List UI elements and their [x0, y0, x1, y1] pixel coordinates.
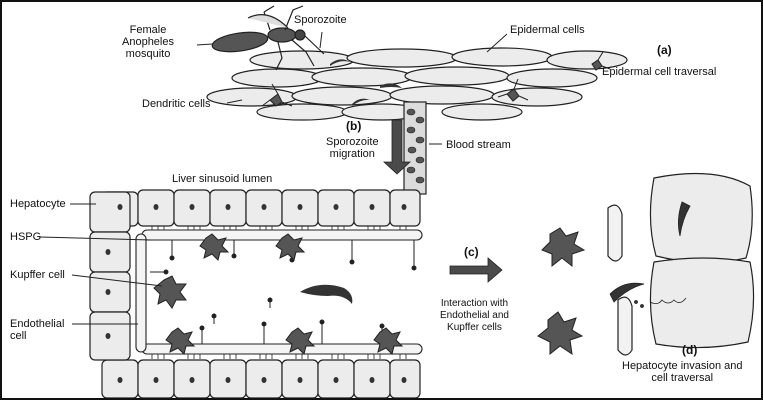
- kupffer-cell-label: Kupffer cell: [10, 269, 65, 281]
- endothelial-cell-label: Endothelial cell: [10, 318, 64, 342]
- panel-c-letter: (c): [464, 246, 479, 258]
- epidermal-cell: [232, 69, 322, 87]
- panel-a-letter: (a): [657, 44, 672, 56]
- panel-b-line2: migration: [326, 148, 379, 160]
- panel-c-line3: Kupffer cells: [440, 322, 509, 334]
- panel-a-title: Epidermal cell traversal: [602, 66, 716, 78]
- liver-sinusoid-lumen-label: Liver sinusoid lumen: [172, 173, 272, 185]
- kupffer-cells: [154, 234, 402, 354]
- epidermal-cell: [390, 86, 494, 104]
- right-endothelial-cells: [608, 205, 632, 355]
- sporozoite-label: Sporozoite: [294, 14, 347, 26]
- epidermal-cell: [292, 87, 392, 105]
- epidermal-cell: [507, 69, 597, 87]
- interaction-arrow: [450, 258, 502, 282]
- epidermal-cell: [312, 68, 412, 86]
- epidermal-cell: [492, 88, 582, 106]
- hepatocyte-label: Hepatocyte: [10, 198, 66, 210]
- epidermal-cell: [442, 104, 522, 120]
- panel-b-letter: (b): [346, 120, 361, 132]
- right-hepatocytes: [650, 174, 753, 348]
- epidermal-cell: [257, 104, 347, 120]
- mosquito-abdomen: [211, 29, 269, 55]
- panel-c-line2: Endothelial and: [440, 310, 509, 322]
- lumen-sporozoite: [300, 285, 352, 304]
- blood-stream-label: Blood stream: [446, 139, 511, 151]
- panel-c-caption: Interaction with Endothelial and Kupffer…: [440, 298, 509, 334]
- panel-d-line1: Hepatocyte invasion and: [622, 360, 742, 372]
- panel-b-line1: Sporozoite: [326, 136, 379, 148]
- epidermal-cell: [452, 48, 552, 66]
- mosquito-head: [295, 30, 305, 40]
- dendritic-cells-label: Dendritic cells: [142, 98, 210, 110]
- panel-d-caption: Hepatocyte invasion and cell traversal: [622, 360, 742, 384]
- epidermal-cell: [405, 67, 509, 85]
- mosquito-label: Female Anopheles mosquito: [122, 24, 174, 60]
- panel-b-caption: Sporozoite migration: [326, 136, 379, 160]
- hspg-label: HSPG: [10, 231, 41, 243]
- endothelial-line1: Endothelial: [10, 318, 64, 330]
- endothelial-line2: cell: [10, 330, 64, 342]
- epidermal-cell: [347, 49, 457, 67]
- blood-stream-vessel: [404, 102, 426, 194]
- epidermal-cells-label: Epidermal cells: [510, 24, 585, 36]
- epidermal-cell: [207, 88, 297, 106]
- right-kupffer-cells: [538, 228, 584, 354]
- panel-d-letter: (d): [682, 344, 697, 356]
- mosquito-thorax: [268, 28, 296, 42]
- mosquito-label-line1: Female: [122, 24, 174, 36]
- panel-c-line1: Interaction with: [440, 298, 509, 310]
- mosquito-label-line3: mosquito: [122, 48, 174, 60]
- panel-d-line2: cell traversal: [622, 372, 742, 384]
- mosquito-label-line2: Anopheles: [122, 36, 174, 48]
